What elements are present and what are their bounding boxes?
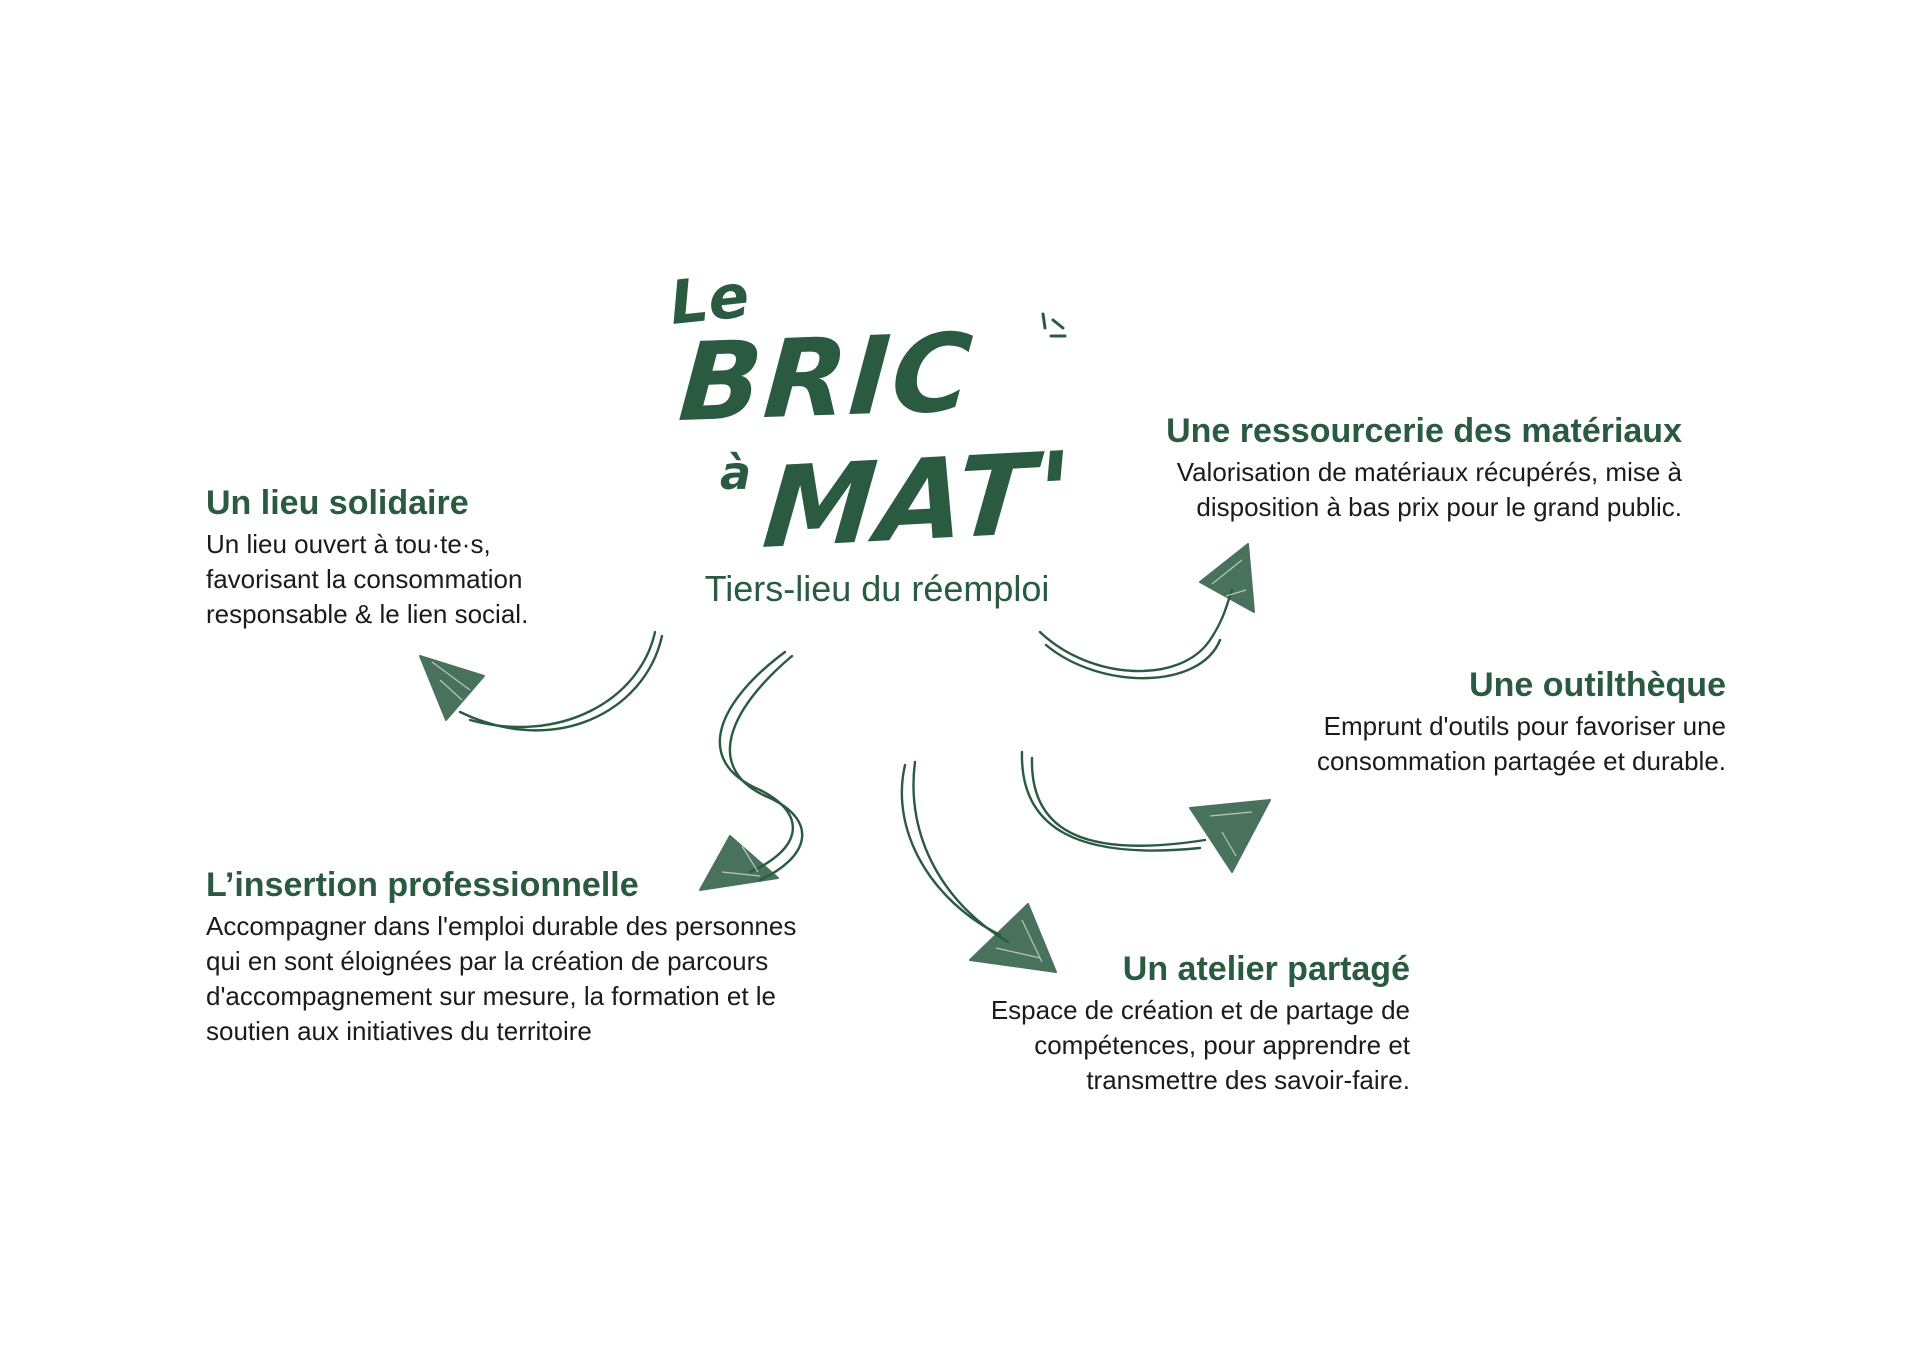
description-line: Valorisation de matériaux récupérés, mis… xyxy=(1176,457,1682,488)
description-line: qui en sont éloignées par la création de… xyxy=(206,946,769,977)
block-description: Espace de création et de partage de comp… xyxy=(930,993,1410,1098)
block-ressourcerie: Une ressourcerie des matériaux Valorisat… xyxy=(1090,412,1682,525)
description-line: consommation partagée et durable. xyxy=(1316,746,1726,777)
arrowhead-atelier xyxy=(969,903,1057,973)
block-title: Un atelier partagé xyxy=(1122,950,1410,988)
block-title: Une ressourcerie des matériaux xyxy=(1166,412,1682,450)
description-line: responsable & le lien social. xyxy=(206,599,529,630)
arrow-to-insertion xyxy=(718,650,804,882)
block-description: Accompagner dans l'emploi durable des pe… xyxy=(206,909,886,1049)
arrow-to-atelier xyxy=(900,760,1010,944)
block-title: Un lieu solidaire xyxy=(206,484,469,522)
block-title: L’insertion professionnelle xyxy=(206,866,639,904)
block-lieu-solidaire: Un lieu solidaire Un lieu ouvert à tou·t… xyxy=(206,484,606,632)
logo-a: à xyxy=(720,446,752,500)
block-description: Valorisation de matériaux récupérés, mis… xyxy=(1090,455,1682,525)
arrowhead-solidaire xyxy=(419,655,485,721)
block-outiltheque: Une outilthèque Emprunt d'outils pour fa… xyxy=(1200,666,1726,779)
bric-a-mat-logo: Le BRIC à MAT' xyxy=(660,261,1080,574)
block-title: Une outilthèque xyxy=(1469,666,1726,704)
description-line: Un lieu ouvert à tou·te·s, xyxy=(206,529,491,560)
block-description: Un lieu ouvert à tou·te·s, favorisant la… xyxy=(206,527,606,632)
arrowhead-outil xyxy=(1189,799,1271,873)
description-line: disposition à bas prix pour le grand pub… xyxy=(1196,492,1682,523)
description-line: Accompagner dans l'emploi durable des pe… xyxy=(206,911,797,942)
description-line: favorisant la consommation xyxy=(206,564,523,595)
description-line: transmettre des savoir-faire. xyxy=(1086,1065,1410,1096)
arrow-to-ressource xyxy=(1038,588,1234,680)
logo-mat: MAT' xyxy=(758,428,1078,574)
description-line: Espace de création et de partage de xyxy=(990,995,1410,1026)
block-description: Emprunt d'outils pour favoriser une cons… xyxy=(1200,709,1726,779)
arrowhead-insertion xyxy=(699,835,779,891)
description-line: compétences, pour apprendre et xyxy=(1034,1030,1410,1061)
description-line: Emprunt d'outils pour favoriser une xyxy=(1323,711,1726,742)
arrow-to-solidaire xyxy=(458,630,664,732)
description-line: d'accompagnement sur mesure, la formatio… xyxy=(206,981,777,1012)
logo-bric: BRIC xyxy=(675,310,978,447)
logo-subtitle: Tiers-lieu du réemploi xyxy=(704,568,1050,609)
block-atelier-partage: Un atelier partagé Espace de création et… xyxy=(930,950,1410,1098)
block-insertion-professionnelle: L’insertion professionnelle Accompagner … xyxy=(206,866,886,1049)
arrow-to-outil xyxy=(1020,750,1207,852)
description-line: soutien aux initiatives du territoire xyxy=(206,1016,592,1047)
spark-icon xyxy=(1041,312,1067,338)
